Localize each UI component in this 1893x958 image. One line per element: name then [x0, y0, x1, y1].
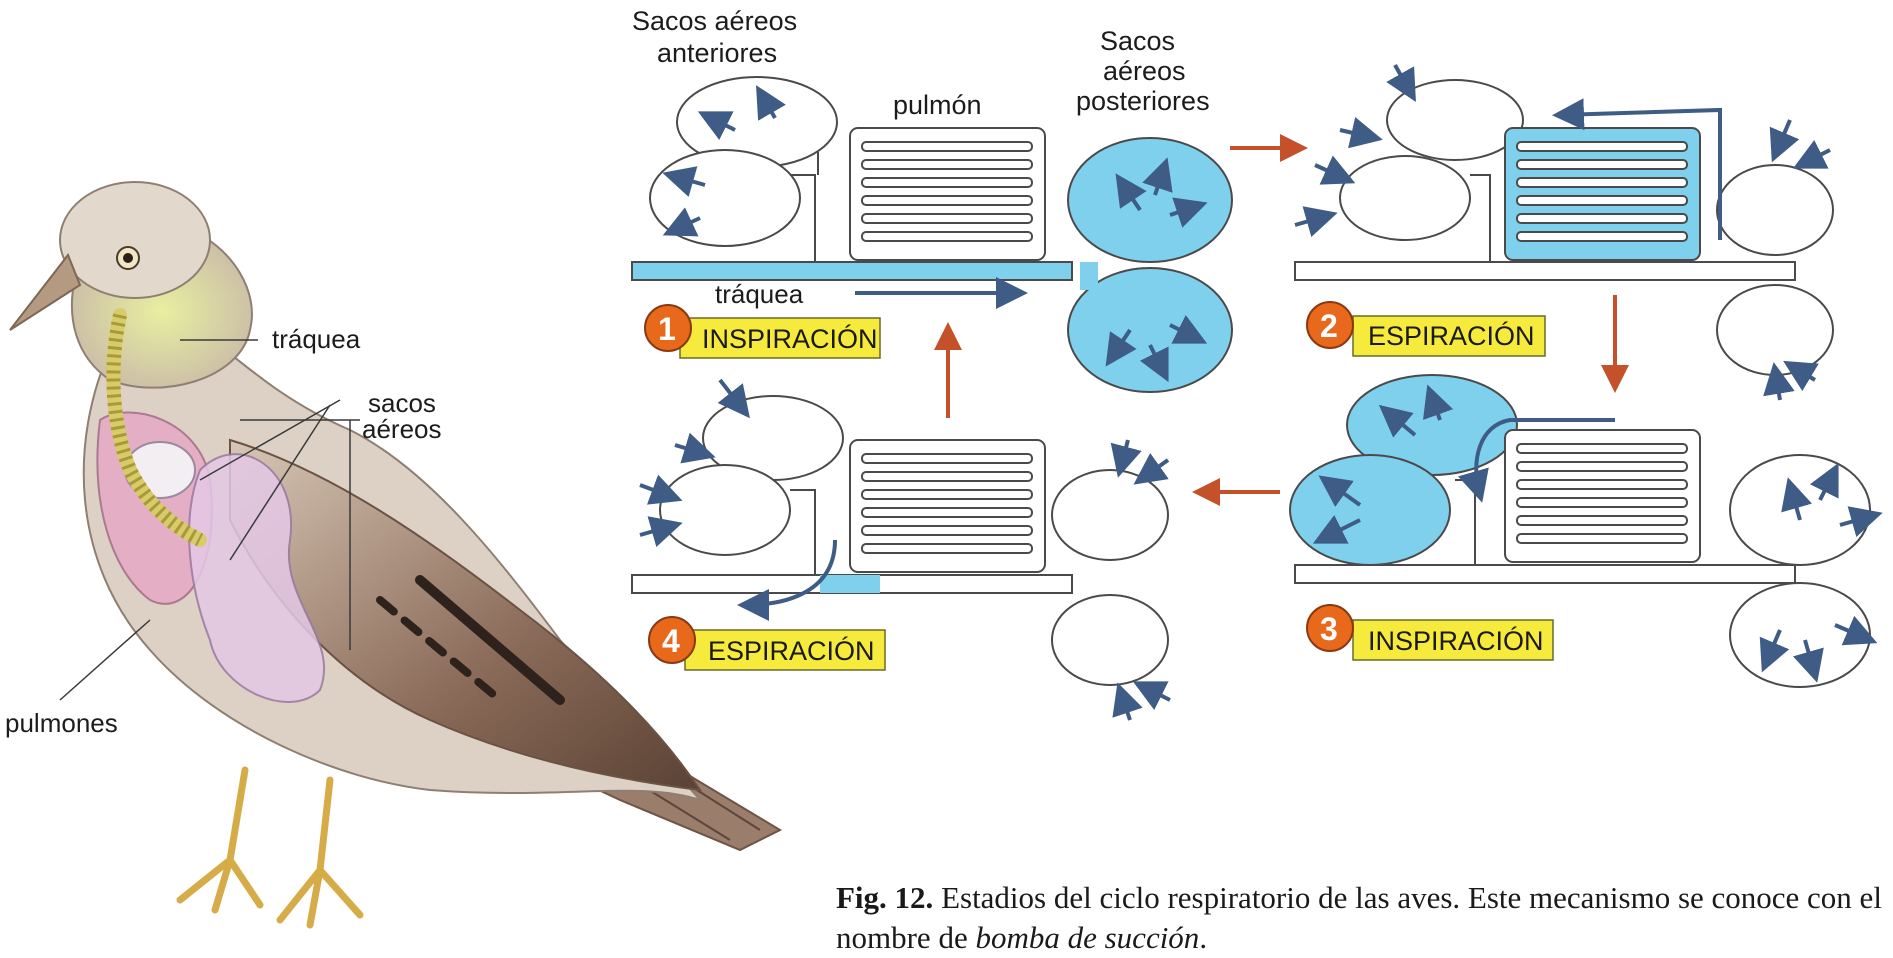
label-air-sacs-line2: aéreos [362, 414, 442, 444]
pigeon-beak [10, 255, 80, 330]
label-lungs: pulmones [5, 708, 118, 738]
caption-fig-label: Fig. 12. [836, 880, 933, 915]
pigeon-head [60, 182, 210, 298]
stage-2-number: 2 [1320, 308, 1338, 344]
figure-caption: Fig. 12. Estadios del ciclo respiratorio… [836, 878, 1886, 958]
header-posterior-line3: posteriores [1076, 86, 1210, 116]
header-anterior-line2: anteriores [657, 38, 777, 68]
pigeon-legs [180, 770, 360, 925]
header-lung: pulmón [893, 90, 982, 120]
stage-1-panel: Sacos aéreos anteriores pulmón Sacos aér… [632, 6, 1232, 392]
stage-1-number: 1 [658, 311, 676, 347]
stage-3-title: INSPIRACIÓN [1368, 625, 1544, 656]
posterior-sac-upper [1068, 138, 1232, 262]
stage-4-title: ESPIRACIÓN [708, 635, 875, 666]
stage-2-title: ESPIRACIÓN [1368, 320, 1535, 351]
stage-3-number: 3 [1320, 611, 1338, 647]
caption-end: . [1199, 920, 1207, 955]
header-anterior-line1: Sacos aéreos [632, 6, 797, 36]
stage-1-title: INSPIRACIÓN [702, 323, 878, 354]
stage-2-panel: 2 ESPIRACIÓN [1295, 65, 1833, 400]
stage-4-panel: 4 ESPIRACIÓN [632, 380, 1170, 720]
caption-italic-term: bomba de succión [975, 920, 1199, 955]
label-trachea: tráquea [272, 324, 361, 354]
header-posterior-line1: Sacos [1100, 26, 1175, 56]
stage-4-number: 4 [662, 623, 680, 659]
stage-3-panel: 3 INSPIRACIÓN [1290, 375, 1875, 687]
header-posterior-line2: aéreos [1103, 56, 1186, 86]
pigeon-illustration: tráquea sacos aéreos pulmones [5, 182, 780, 925]
label-trachea-diagram: tráquea [715, 279, 804, 309]
